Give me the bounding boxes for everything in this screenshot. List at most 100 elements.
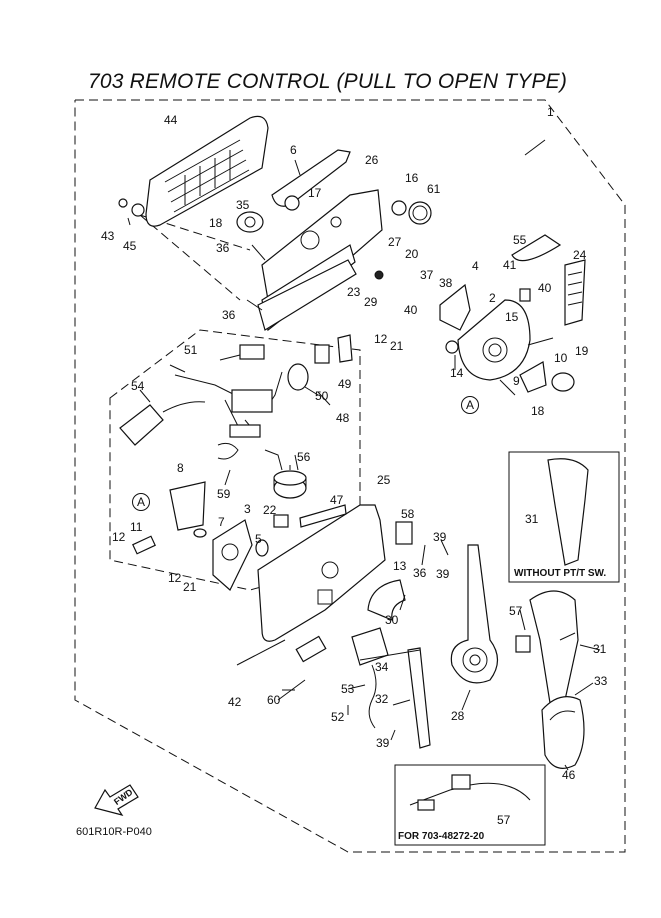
callout-18a: 18 <box>209 216 223 230</box>
washer-7 <box>193 528 207 538</box>
callout-30: 30 <box>385 613 399 627</box>
spring-53 <box>368 664 377 729</box>
callout-34: 34 <box>375 660 389 674</box>
key-49 <box>337 334 353 363</box>
callout-35: 35 <box>236 198 250 212</box>
pad-58 <box>395 521 413 545</box>
housing-25 <box>257 504 386 642</box>
callout-39c: 39 <box>376 736 390 750</box>
buzzer-56 <box>264 449 307 499</box>
callout-22: 22 <box>263 503 277 517</box>
callout-17: 17 <box>308 186 322 200</box>
callout-46: 46 <box>562 768 576 782</box>
trim-switch-52 <box>295 635 327 663</box>
washer-45 <box>131 203 145 217</box>
cover-46 <box>541 696 585 769</box>
callout-19: 19 <box>575 344 589 358</box>
callout-38: 38 <box>439 276 453 290</box>
bushing-14 <box>445 340 459 354</box>
callout-40b: 40 <box>538 281 552 295</box>
bracket-6 <box>271 149 351 207</box>
reference-a-right: A <box>461 396 479 414</box>
callout-49: 49 <box>338 377 352 391</box>
callout-18b: 18 <box>531 404 545 418</box>
callout-7: 7 <box>218 515 225 529</box>
switch-nut-50 <box>287 363 309 391</box>
spring-24 <box>564 259 586 326</box>
callout-6: 6 <box>290 143 297 157</box>
callout-13: 13 <box>393 559 407 573</box>
callout-16: 16 <box>405 171 419 185</box>
callout-21b: 21 <box>183 580 197 594</box>
callout-20: 20 <box>405 247 419 261</box>
callout-36b: 36 <box>222 308 236 322</box>
connector-54 <box>119 401 206 446</box>
callout-27: 27 <box>388 235 402 249</box>
diagram-code: 601R10R-P040 <box>76 826 152 838</box>
callout-12b: 12 <box>168 571 182 585</box>
seal-47 <box>299 504 347 528</box>
inset-without-box <box>508 451 620 583</box>
plate-13 <box>367 579 406 621</box>
leader-lines <box>127 139 601 771</box>
callout-36a: 36 <box>216 241 230 255</box>
callout-36c: 36 <box>413 566 427 580</box>
callout-53: 53 <box>341 682 355 696</box>
callout-54: 54 <box>131 379 145 393</box>
callout-12c: 12 <box>374 332 388 346</box>
callout-11: 11 <box>130 520 143 534</box>
callout-51: 51 <box>184 343 198 357</box>
diagram-title: 703 REMOTE CONTROL (PULL TO OPEN TYPE) <box>88 70 568 93</box>
handle-31-inset <box>547 458 589 566</box>
washer-16 <box>391 200 407 216</box>
callout-2: 2 <box>489 291 496 305</box>
callout-12a: 12 <box>112 530 126 544</box>
gear-plate-2 <box>457 299 531 381</box>
callout-24: 24 <box>573 248 587 262</box>
lever-4 <box>439 283 471 331</box>
bracket-40 <box>519 288 531 302</box>
clip-59 <box>217 442 239 460</box>
inset-without-label: WITHOUT PT/T SW. <box>514 568 607 579</box>
key-switch-49 <box>314 344 330 364</box>
handle-31 <box>529 590 579 704</box>
fwd-arrow-icon <box>94 784 139 816</box>
callout-4: 4 <box>472 259 479 273</box>
callout-44: 44 <box>164 113 178 127</box>
callout-57b: 57 <box>497 813 511 827</box>
callout-58: 58 <box>401 507 415 521</box>
callout-56: 56 <box>297 450 311 464</box>
callout-47: 47 <box>330 493 344 507</box>
ball-23 <box>374 270 384 280</box>
pin-11 <box>132 535 156 555</box>
callout-45: 45 <box>123 239 137 253</box>
callout-55: 55 <box>513 233 527 247</box>
washer-43 <box>118 198 128 208</box>
callout-39a: 39 <box>433 530 447 544</box>
bushing-17 <box>284 195 300 211</box>
callout-57a: 57 <box>509 604 523 618</box>
callout-9: 9 <box>513 374 520 388</box>
callout-25: 25 <box>377 473 391 487</box>
callout-37: 37 <box>420 268 434 282</box>
gear-3 <box>212 519 253 591</box>
panel-cover-44 <box>145 115 269 227</box>
callout-33: 33 <box>594 674 608 688</box>
callout-32: 32 <box>375 692 389 706</box>
cam-9 <box>519 361 547 393</box>
callout-8: 8 <box>177 461 184 475</box>
rod-42 <box>236 639 286 666</box>
callout-1: 1 <box>547 105 554 119</box>
callout-23: 23 <box>347 285 361 299</box>
harness-57-inset <box>409 774 531 811</box>
callout-59: 59 <box>217 487 231 501</box>
callout-40a: 40 <box>404 303 418 317</box>
washer-5 <box>255 539 269 557</box>
bar-32 <box>407 647 431 749</box>
callout-60: 60 <box>267 693 281 707</box>
callout-26: 26 <box>365 153 379 167</box>
lever-arm-28 <box>450 544 499 684</box>
switch-57 <box>515 635 531 653</box>
reference-a-left: A <box>132 493 150 511</box>
